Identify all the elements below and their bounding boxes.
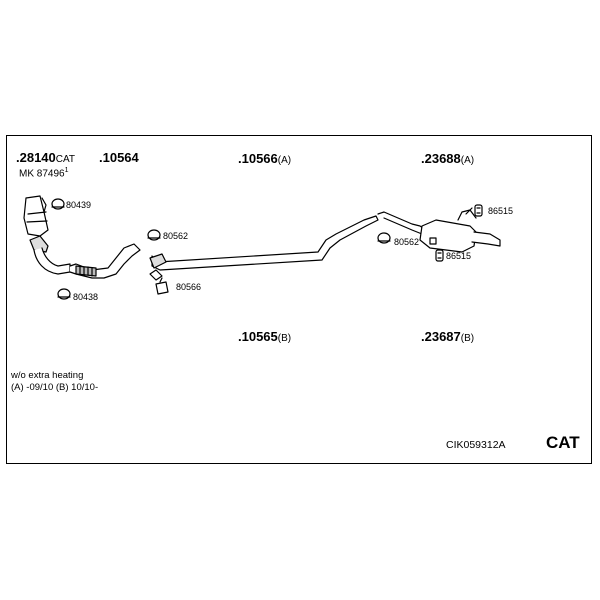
cat-label: CAT bbox=[546, 433, 580, 452]
label-80439: 80439 bbox=[66, 200, 92, 210]
diagram-frame bbox=[6, 135, 592, 464]
part-23688: .23688(A) bbox=[421, 151, 475, 166]
clamp-80562 bbox=[147, 229, 161, 241]
rubber-mount-86515-b bbox=[435, 249, 444, 262]
hanger-80566 bbox=[149, 269, 169, 295]
part-10565: .10565(B) bbox=[238, 329, 292, 344]
part-10564: .10564 bbox=[99, 150, 139, 165]
note-line-2: (A) -09/10 (B) 10/10- bbox=[11, 382, 99, 393]
part-10566: .10566(A) bbox=[238, 151, 292, 166]
label-80438: 80438 bbox=[73, 292, 99, 302]
note-line-1: w/o extra heating bbox=[11, 370, 84, 381]
label-80562-rear: 80562 bbox=[394, 237, 420, 247]
part-mk-87496: MK 874961 bbox=[19, 167, 69, 180]
diagram-code: CIK059312A bbox=[446, 439, 506, 451]
rubber-mount-86515-a bbox=[474, 204, 483, 217]
clamp-80438 bbox=[57, 288, 71, 300]
label-80562-front: 80562 bbox=[163, 231, 189, 241]
rear-muffler bbox=[377, 207, 501, 253]
front-pipe bbox=[69, 243, 141, 279]
clamp-80562-rear bbox=[377, 232, 391, 244]
part-28140: .28140CAT bbox=[16, 150, 76, 165]
part-23687: .23687(B) bbox=[421, 329, 475, 344]
middle-pipe bbox=[149, 215, 379, 271]
label-86515-bottom: 86515 bbox=[446, 251, 472, 261]
clamp-80439 bbox=[51, 198, 65, 210]
catalytic-converter bbox=[23, 195, 71, 275]
label-80566: 80566 bbox=[176, 282, 202, 292]
label-86515-top: 86515 bbox=[488, 206, 514, 216]
